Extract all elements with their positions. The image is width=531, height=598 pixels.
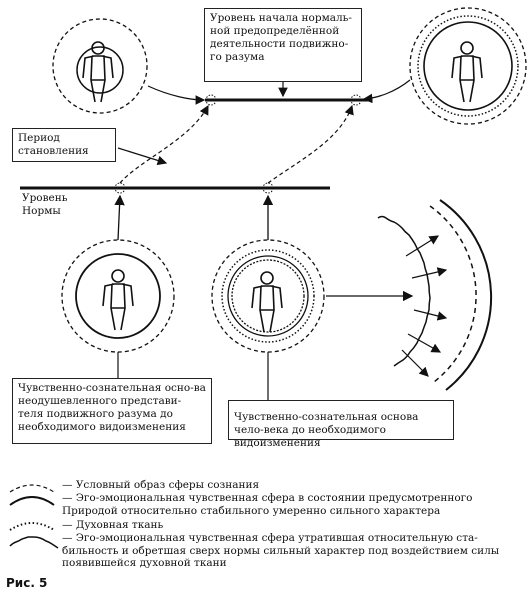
legend-item-1: — Условный образ сферы сознания [62, 479, 260, 491]
left-bottom-box: Чувственно-сознательная осно-ва неодушев… [12, 378, 212, 444]
norm-level-label: Уровень Нормы [22, 192, 68, 217]
legend-item-4: — Эго-эмоциональная чувственная сфера ут… [62, 532, 500, 569]
sphere-top-right [409, 7, 527, 125]
burst-points [114, 94, 362, 194]
sphere-bottom-left [61, 239, 175, 353]
sphere-bottom-middle [211, 239, 325, 353]
wavy-arc-right [377, 215, 431, 367]
upper-level-box: Уровень начала нормаль-ной предопределён… [204, 8, 362, 82]
right-bottom-box: Чувственно-сознательная основа чело-века… [228, 400, 454, 449]
legend-item-2: — Эго-эмоциональная чувственная сфера в … [62, 492, 473, 517]
legend-item-3: — Духовная ткань [62, 519, 164, 531]
legend-symbols [9, 484, 59, 549]
figure-caption: Рис. 5 [6, 576, 48, 590]
period-box: Период становления [12, 128, 116, 162]
sphere-top-left [52, 18, 148, 114]
